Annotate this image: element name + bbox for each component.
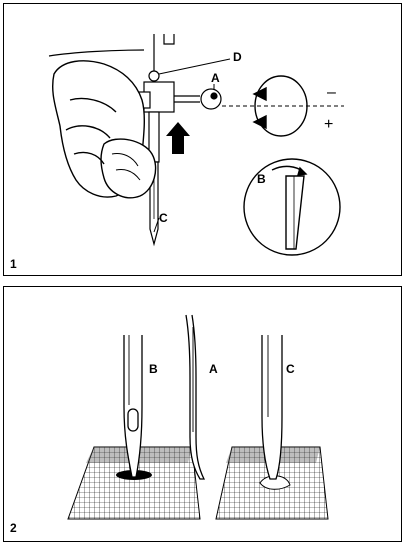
needle-a: [185, 314, 206, 480]
panel-2-needle-condition: B A C 2: [3, 286, 402, 542]
needle-c-label: C: [286, 362, 295, 376]
panel-number: 1: [10, 257, 17, 271]
needle-a-label: A: [209, 362, 218, 376]
callout-b: B: [257, 172, 266, 186]
needle-b: [123, 335, 143, 478]
minus-direction-label: –: [327, 84, 336, 101]
needle-b-label: B: [149, 362, 158, 376]
panel-1-needle-insertion: D A B C – + 1: [3, 3, 402, 276]
needle-condition-illustration: B A C: [67, 314, 329, 520]
needle-c: [261, 335, 283, 480]
callout-d: D: [233, 50, 242, 64]
callout-a: A: [211, 71, 220, 85]
push-up-arrow-icon: [166, 122, 190, 154]
panel-number: 2: [10, 521, 17, 535]
magnified-needle-circle: [243, 158, 341, 256]
plus-direction-label: +: [324, 116, 333, 133]
needle-insertion-illustration: D A B C – +: [48, 34, 344, 256]
hand-illustration: [51, 60, 157, 199]
rotation-arrows-icon: [222, 75, 344, 137]
needle-clamp: [127, 70, 222, 113]
callout-c: C: [159, 211, 168, 225]
callout-leaders: [153, 58, 231, 233]
